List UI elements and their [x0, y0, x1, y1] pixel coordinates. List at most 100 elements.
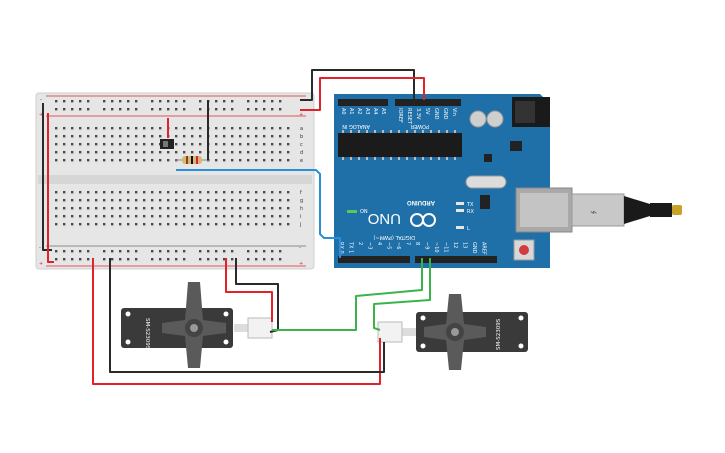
- breadboard-hole[interactable]: [279, 127, 282, 130]
- breadboard-hole[interactable]: [271, 215, 274, 218]
- breadboard-hole[interactable]: [223, 100, 226, 103]
- breadboard-hole[interactable]: [263, 215, 266, 218]
- breadboard-hole[interactable]: [247, 127, 250, 130]
- breadboard-hole[interactable]: [271, 199, 274, 202]
- breadboard-hole[interactable]: [207, 191, 210, 194]
- breadboard-hole[interactable]: [183, 250, 186, 253]
- breadboard-hole[interactable]: [215, 100, 218, 103]
- breadboard-hole[interactable]: [255, 151, 258, 154]
- breadboard-hole[interactable]: [151, 199, 154, 202]
- breadboard-hole[interactable]: [167, 250, 170, 253]
- breadboard-hole[interactable]: [263, 159, 266, 162]
- breadboard-hole[interactable]: [183, 143, 186, 146]
- breadboard-hole[interactable]: [79, 100, 82, 103]
- breadboard-hole[interactable]: [119, 135, 122, 138]
- breadboard-hole[interactable]: [111, 159, 114, 162]
- breadboard-hole[interactable]: [111, 135, 114, 138]
- breadboard-hole[interactable]: [263, 258, 266, 261]
- breadboard-hole[interactable]: [87, 108, 90, 111]
- breadboard-hole[interactable]: [231, 151, 234, 154]
- breadboard-hole[interactable]: [191, 191, 194, 194]
- breadboard-hole[interactable]: [215, 258, 218, 261]
- breadboard-hole[interactable]: [127, 100, 130, 103]
- breadboard-hole[interactable]: [287, 143, 290, 146]
- breadboard-hole[interactable]: [111, 151, 114, 154]
- breadboard-hole[interactable]: [135, 199, 138, 202]
- breadboard-hole[interactable]: [95, 143, 98, 146]
- wire-signal-blue[interactable]: [176, 169, 341, 258]
- breadboard-hole[interactable]: [55, 135, 58, 138]
- breadboard-hole[interactable]: [111, 223, 114, 226]
- breadboard-hole[interactable]: [71, 127, 74, 130]
- breadboard-hole[interactable]: [71, 108, 74, 111]
- breadboard-hole[interactable]: [255, 258, 258, 261]
- breadboard-hole[interactable]: [95, 215, 98, 218]
- breadboard-hole[interactable]: [55, 258, 58, 261]
- breadboard-hole[interactable]: [175, 207, 178, 210]
- breadboard-hole[interactable]: [287, 215, 290, 218]
- breadboard-hole[interactable]: [231, 223, 234, 226]
- breadboard-hole[interactable]: [167, 223, 170, 226]
- breadboard-hole[interactable]: [55, 199, 58, 202]
- breadboard-hole[interactable]: [167, 100, 170, 103]
- breadboard-hole[interactable]: [271, 127, 274, 130]
- breadboard-hole[interactable]: [231, 258, 234, 261]
- breadboard-hole[interactable]: [199, 223, 202, 226]
- breadboard-hole[interactable]: [167, 258, 170, 261]
- breadboard-hole[interactable]: [135, 207, 138, 210]
- wire-servo-left-signal[interactable]: [272, 258, 423, 331]
- breadboard-hole[interactable]: [263, 143, 266, 146]
- breadboard-hole[interactable]: [239, 199, 242, 202]
- breadboard-hole[interactable]: [79, 143, 82, 146]
- breadboard-hole[interactable]: [191, 143, 194, 146]
- breadboard-hole[interactable]: [239, 207, 242, 210]
- breadboard-hole[interactable]: [103, 199, 106, 202]
- breadboard-hole[interactable]: [183, 223, 186, 226]
- breadboard-hole[interactable]: [223, 223, 226, 226]
- breadboard-hole[interactable]: [55, 207, 58, 210]
- breadboard-hole[interactable]: [151, 135, 154, 138]
- breadboard-hole[interactable]: [79, 151, 82, 154]
- breadboard-hole[interactable]: [87, 135, 90, 138]
- breadboard-hole[interactable]: [111, 215, 114, 218]
- breadboard-hole[interactable]: [63, 127, 66, 130]
- breadboard-hole[interactable]: [271, 207, 274, 210]
- breadboard-hole[interactable]: [87, 151, 90, 154]
- breadboard-hole[interactable]: [63, 250, 66, 253]
- breadboard-hole[interactable]: [71, 207, 74, 210]
- breadboard-hole[interactable]: [127, 223, 130, 226]
- breadboard-hole[interactable]: [103, 135, 106, 138]
- breadboard-hole[interactable]: [199, 199, 202, 202]
- breadboard-hole[interactable]: [79, 223, 82, 226]
- breadboard-hole[interactable]: [239, 143, 242, 146]
- breadboard-hole[interactable]: [151, 151, 154, 154]
- breadboard-hole[interactable]: [271, 151, 274, 154]
- breadboard-hole[interactable]: [71, 215, 74, 218]
- breadboard-hole[interactable]: [71, 151, 74, 154]
- breadboard-hole[interactable]: [287, 135, 290, 138]
- breadboard-hole[interactable]: [79, 258, 82, 261]
- breadboard-hole[interactable]: [247, 250, 250, 253]
- breadboard-hole[interactable]: [143, 223, 146, 226]
- breadboard-hole[interactable]: [247, 135, 250, 138]
- breadboard-hole[interactable]: [63, 159, 66, 162]
- breadboard-hole[interactable]: [111, 199, 114, 202]
- breadboard-hole[interactable]: [279, 250, 282, 253]
- breadboard-hole[interactable]: [279, 207, 282, 210]
- breadboard-hole[interactable]: [135, 159, 138, 162]
- wire-servo-right-gnd[interactable]: [109, 258, 385, 373]
- breadboard-hole[interactable]: [143, 143, 146, 146]
- breadboard-hole[interactable]: [191, 223, 194, 226]
- breadboard-hole[interactable]: [175, 108, 178, 111]
- breadboard-hole[interactable]: [175, 250, 178, 253]
- breadboard-hole[interactable]: [215, 159, 218, 162]
- breadboard-hole[interactable]: [135, 258, 138, 261]
- breadboard-hole[interactable]: [71, 100, 74, 103]
- breadboard-hole[interactable]: [55, 108, 58, 111]
- breadboard-hole[interactable]: [119, 151, 122, 154]
- breadboard-hole[interactable]: [119, 215, 122, 218]
- breadboard-hole[interactable]: [287, 191, 290, 194]
- breadboard-hole[interactable]: [143, 207, 146, 210]
- breadboard-hole[interactable]: [63, 100, 66, 103]
- breadboard-hole[interactable]: [87, 143, 90, 146]
